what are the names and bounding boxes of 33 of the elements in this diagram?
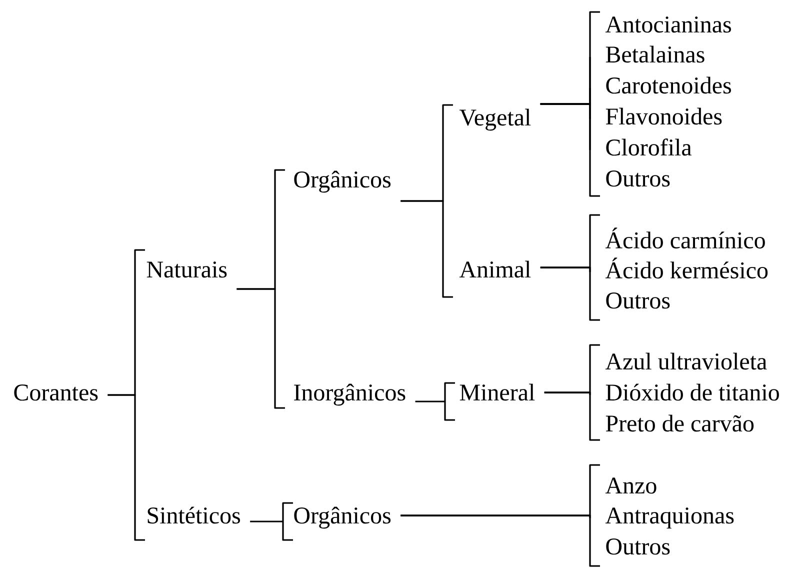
category-label: Flavonoides (606, 108, 722, 125)
category-label: Ácido kermésico (605, 258, 768, 278)
category-label: Azul ultravioleta (605, 352, 767, 370)
category-label: Dióxido de titanio (606, 384, 779, 401)
category-label: Ácido carmínico (605, 228, 765, 248)
category-label: Naturais (146, 262, 227, 278)
category-label: Antocianinas (605, 16, 731, 33)
bracket (236, 288, 285, 409)
category-label: Betalainas (606, 46, 704, 63)
bracket (249, 502, 294, 541)
category-label: Mineral (460, 384, 535, 401)
category-label: Orgânicos (294, 170, 391, 193)
category-label: Orgânicos (294, 506, 391, 529)
category-label: Vegetal (459, 108, 531, 131)
category-label: Animal (459, 260, 531, 278)
category-label: Outros (606, 292, 670, 309)
bracket (414, 382, 456, 421)
category-label: Preto de carvão (606, 414, 754, 432)
bracket (540, 266, 600, 321)
category-label: Carotenoides (606, 76, 731, 94)
bracket (544, 392, 600, 441)
bracket (400, 514, 600, 567)
category-label: Clorofila (606, 138, 692, 156)
category-label: Anzo (605, 478, 656, 494)
bracket (108, 394, 145, 541)
category-label: Corantes (14, 384, 98, 401)
category-label: Outros (606, 538, 670, 555)
category-label: Antraquionas (605, 508, 734, 529)
bracket (540, 103, 600, 197)
bracket (400, 200, 453, 298)
category-label: Inorgânicos (294, 384, 406, 406)
category-label: Sintéticos (148, 506, 240, 524)
category-label: Outros (606, 170, 670, 187)
